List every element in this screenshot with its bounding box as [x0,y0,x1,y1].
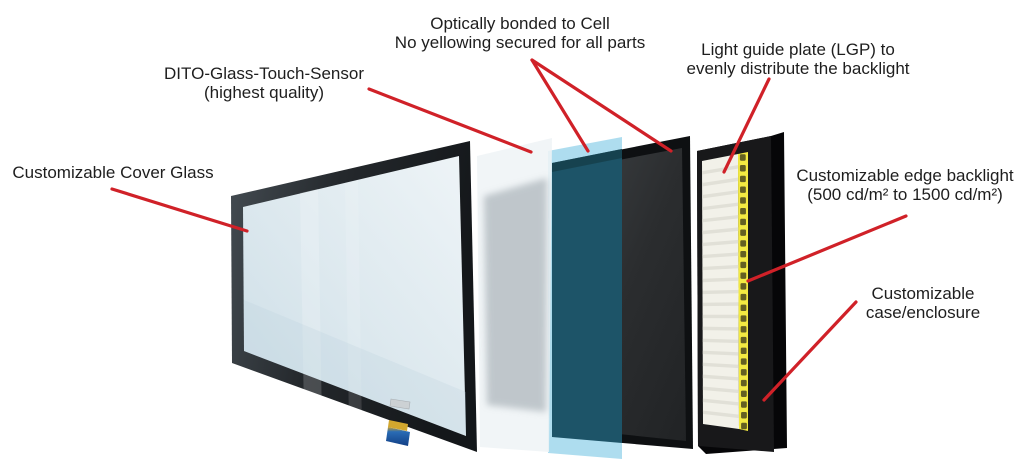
label-lgp: Light guide plate (LGP) to evenly distri… [686,40,910,78]
label-optical-bonding: Optically bonded to Cell No yellowing se… [394,14,646,52]
led-dots [739,154,747,430]
leader-line-lgp [722,77,771,174]
label-edge-backlight: Customizable edge backlight (500 cd/m² t… [796,166,1014,204]
sensor-bond-pad [389,398,411,410]
fpc-gold-tail [388,420,408,431]
leader-line-case [762,300,858,402]
lgp-prism-stripes [702,164,739,419]
leader-line-backlight [746,214,908,283]
leader-line-touch-sensor [367,87,533,154]
leader-line-bonding-b [530,58,673,153]
optical-bonding-overlap-edge [552,149,622,172]
cover-glass-panel [243,156,466,436]
label-touch-sensor: DITO-Glass-Touch-Sensor (highest quality… [164,64,364,102]
leader-line-bonding-a [530,58,590,153]
optical-bonding-overlap [552,149,622,443]
label-cover-glass: Customizable Cover Glass [12,163,214,182]
cover-glass-sheen [244,180,466,436]
touch-sensor-shade [484,178,547,412]
leader-line-cover-glass [110,187,249,233]
label-case: Customizable case/enclosure [865,284,981,322]
leader-lines [110,58,908,402]
led-strip [738,152,748,431]
fpc-connector-tab [386,427,410,446]
